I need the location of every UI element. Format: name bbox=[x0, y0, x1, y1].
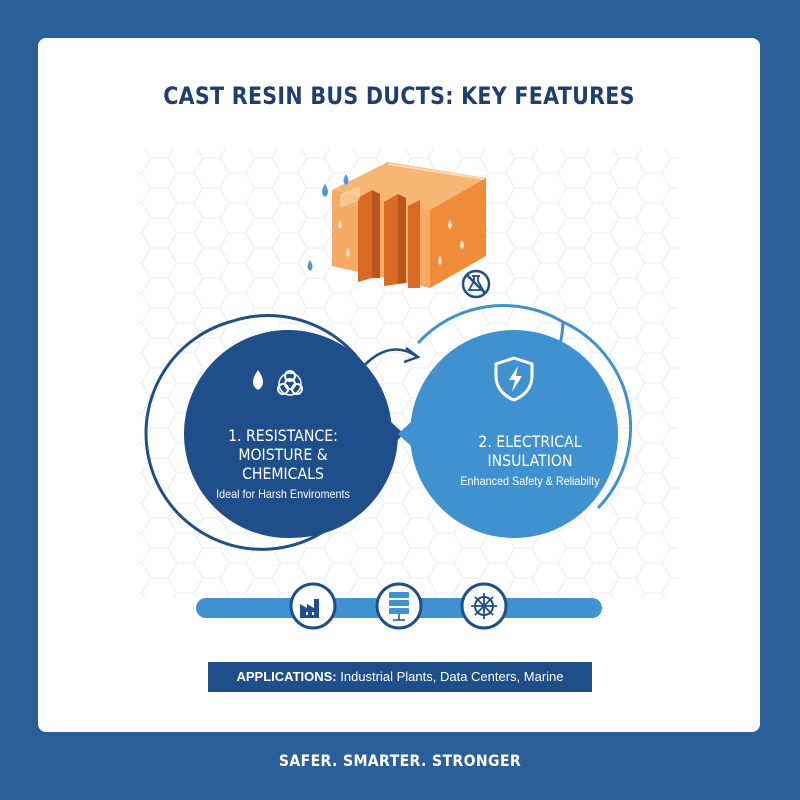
footer-tagline: SAFER. SMARTER. STRONGER bbox=[278, 751, 522, 770]
content-card: CAST RESIN BUS DUCTS: KEY FEATURES bbox=[38, 38, 760, 732]
shield-lightning-icon bbox=[494, 356, 534, 402]
applications-band: APPLICATIONS: Industrial Plants, Data Ce… bbox=[208, 662, 592, 692]
feature-1-text: 1. RESISTANCE: MOISTURE & CHEMICALS Idea… bbox=[178, 426, 388, 501]
no-chemicals-icon bbox=[461, 269, 491, 299]
feature-2-text: 2. ELECTRICAL INSULATION Enhanced Safety… bbox=[432, 432, 628, 488]
factory-icon bbox=[289, 582, 337, 630]
server-rack-icon bbox=[375, 582, 423, 630]
feature-2-subtitle: Enhanced Safety & Reliabilty bbox=[460, 474, 600, 488]
feature-1-subtitle: Ideal for Harsh Enviroments bbox=[216, 487, 350, 501]
feature-2-title: 2. ELECTRICAL INSULATION bbox=[478, 432, 582, 470]
applications-label: APPLICATIONS: bbox=[236, 669, 337, 684]
page-title: CAST RESIN BUS DUCTS: KEY FEATURES bbox=[163, 82, 635, 110]
biohazard-icon bbox=[277, 370, 303, 396]
water-drop-icon bbox=[253, 370, 263, 390]
ship-wheel-icon bbox=[460, 582, 508, 630]
feature-1-title: 1. RESISTANCE: MOISTURE & CHEMICALS bbox=[228, 426, 338, 483]
feature-2-circle bbox=[410, 330, 618, 538]
applications-items: Industrial Plants, Data Centers, Marine bbox=[340, 669, 564, 684]
feature-circles bbox=[144, 304, 633, 630]
resin-block-illustration bbox=[300, 128, 500, 318]
